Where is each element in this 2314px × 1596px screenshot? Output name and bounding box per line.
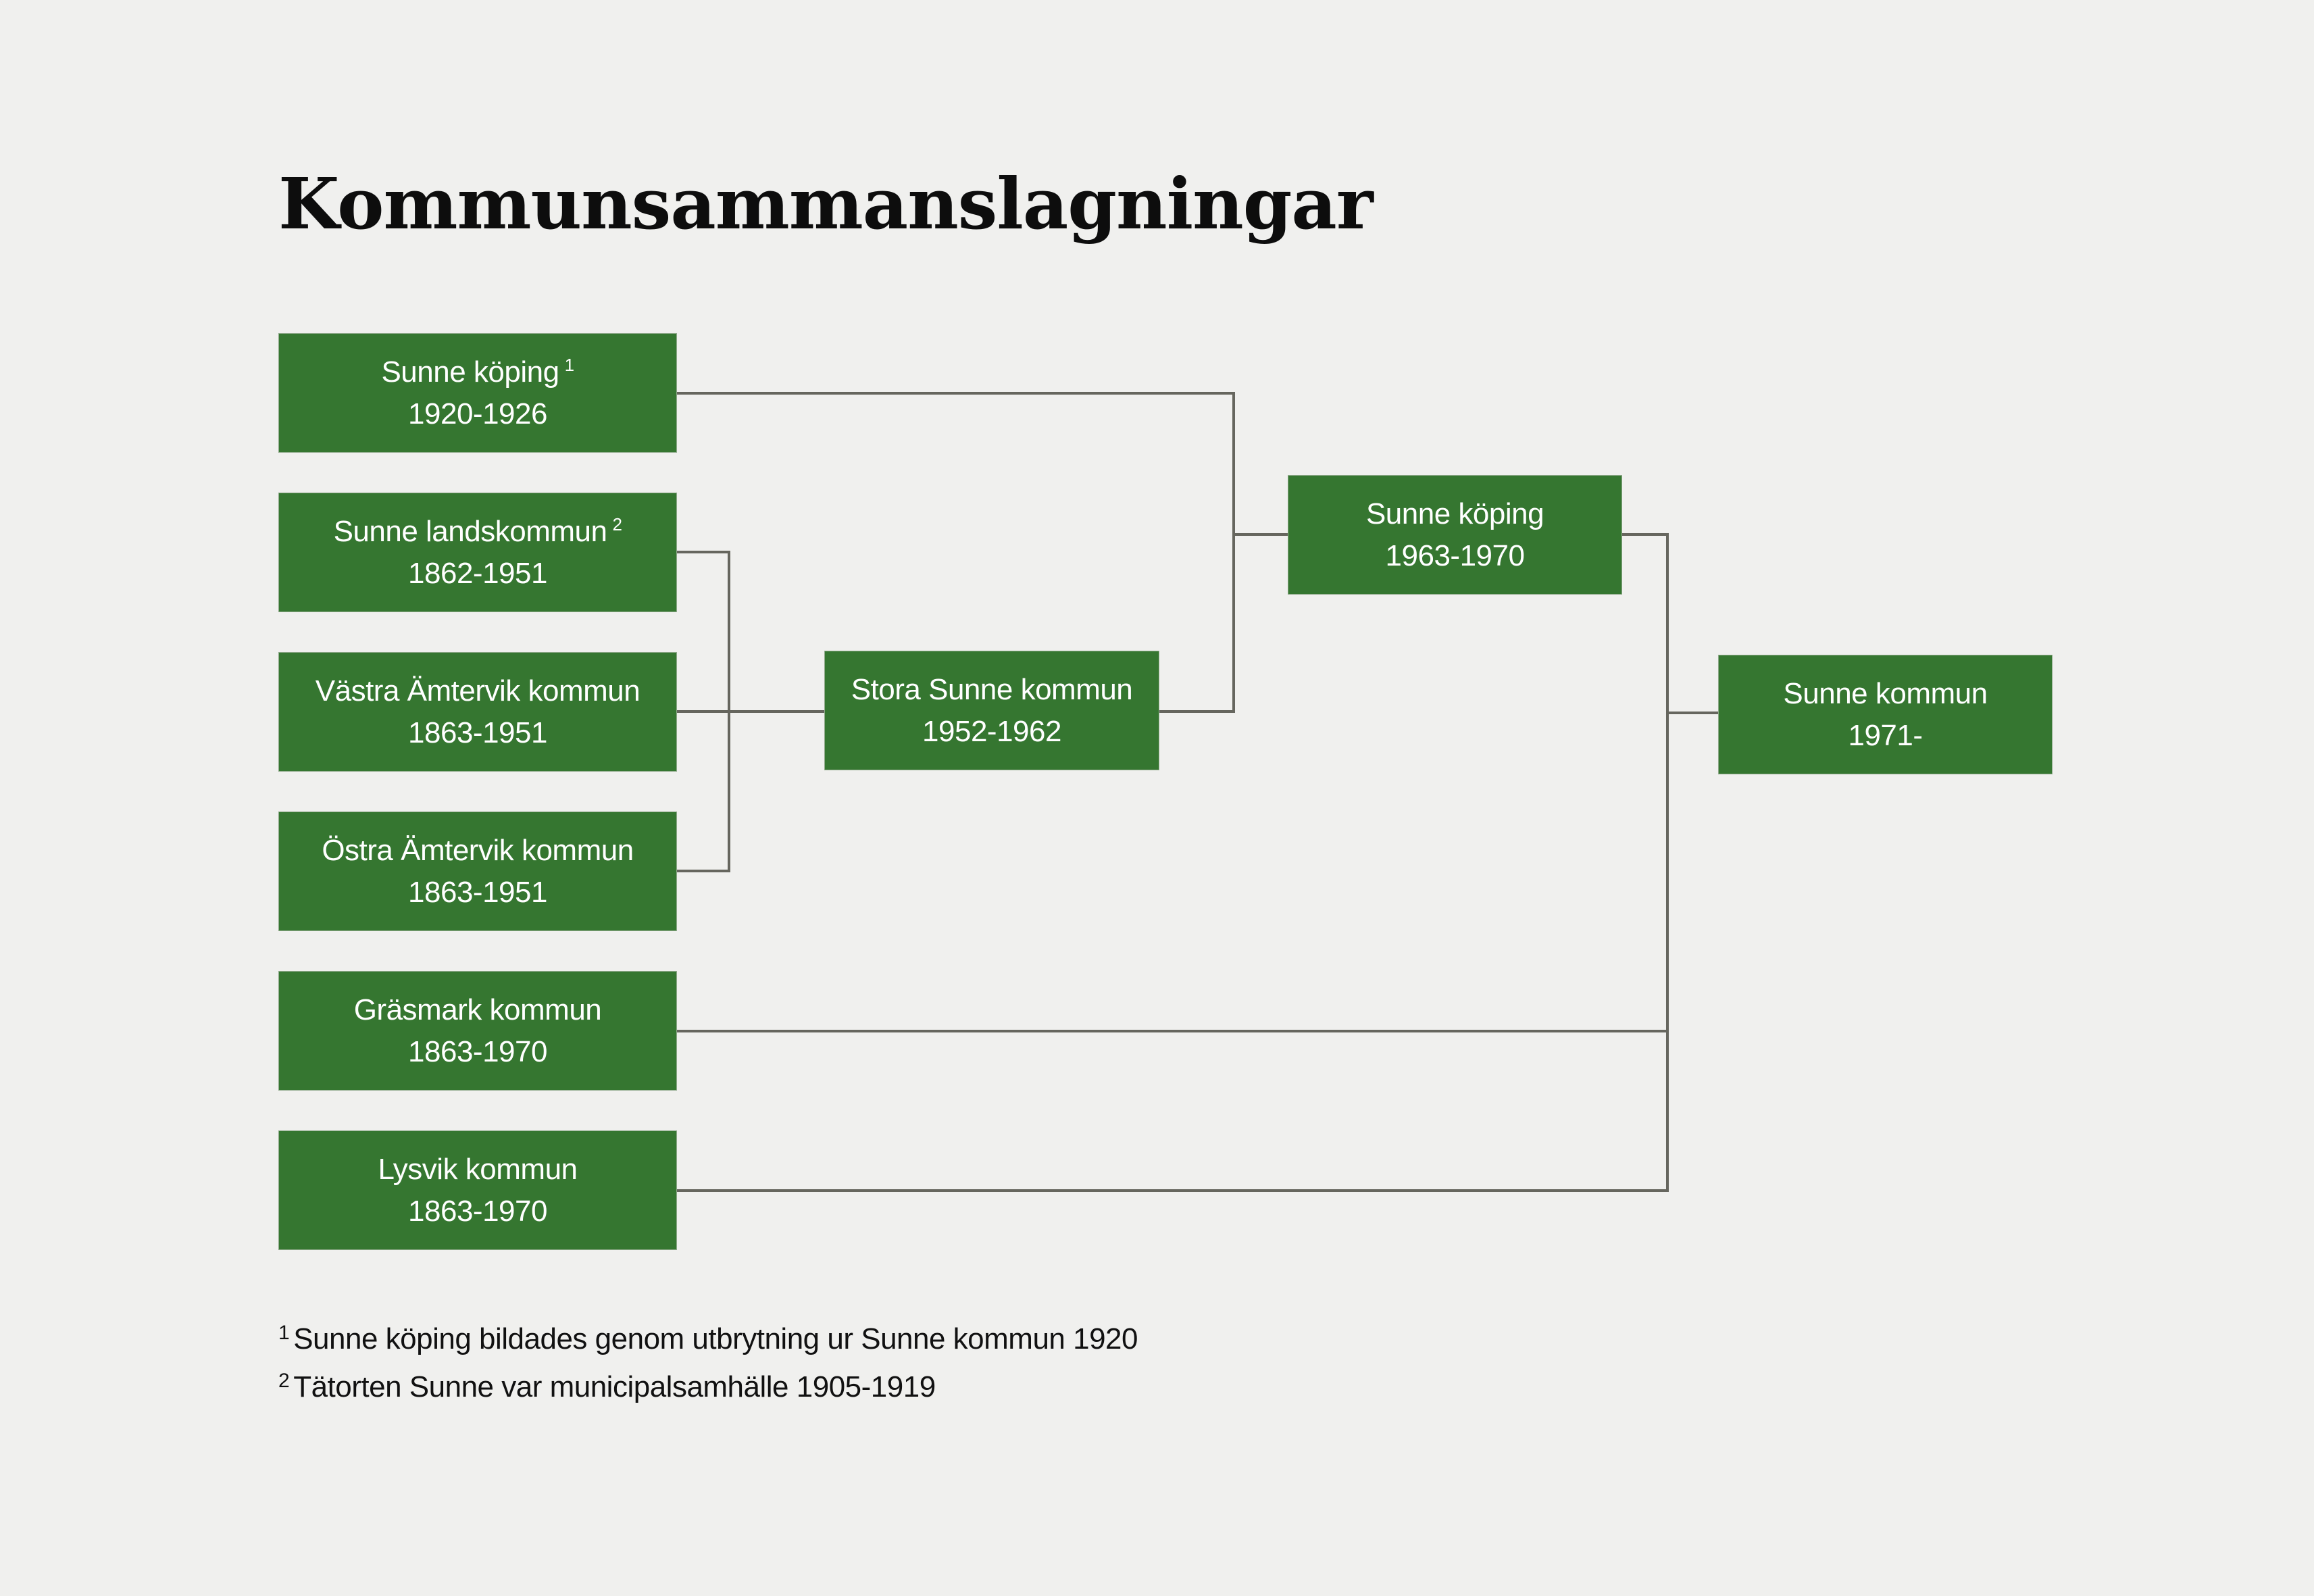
connector-koping-1963 (675, 533, 1669, 1192)
footnote-ref: 2 (612, 514, 622, 534)
node-sunne-koping-1963: Sunne köping 1963-1970 (1288, 475, 1622, 595)
node-vastra-amtervik: Västra Ämtervik kommun 1863-1951 (278, 652, 677, 772)
node-years: 1863-1951 (408, 875, 547, 909)
node-years: 1863-1970 (408, 1034, 547, 1068)
node-years: 1863-1970 (408, 1194, 547, 1228)
node-ostra-amtervik: Östra Ämtervik kommun 1863-1951 (278, 812, 677, 931)
footnote-mark: 1 (278, 1322, 290, 1344)
node-years: 1971- (1848, 718, 1923, 752)
node-years: 1920-1926 (408, 397, 547, 430)
connector-koping-1920 (675, 392, 1235, 713)
node-years: 1862-1951 (408, 556, 547, 590)
footnote-text: Sunne köping bildades genom utbrytning u… (293, 1322, 1138, 1355)
node-years: 1963-1970 (1385, 539, 1525, 572)
diagram-title: Kommunsammanslagningar (278, 162, 1374, 245)
node-lysvik: Lysvik kommun 1863-1970 (278, 1130, 677, 1250)
node-years: 1952-1962 (922, 714, 1061, 748)
node-grasmark: Gräsmark kommun 1863-1970 (278, 971, 677, 1091)
footnote-ref: 1 (564, 354, 574, 375)
node-stora-sunne: Stora Sunne kommun 1952-1962 (824, 651, 1159, 770)
footnote-text: Tätorten Sunne var municipalsamhälle 190… (293, 1370, 936, 1403)
footnote-mark: 2 (278, 1370, 290, 1392)
node-sunne-kommun: Sunne kommun 1971- (1718, 655, 2053, 774)
node-years: 1863-1951 (408, 716, 547, 749)
